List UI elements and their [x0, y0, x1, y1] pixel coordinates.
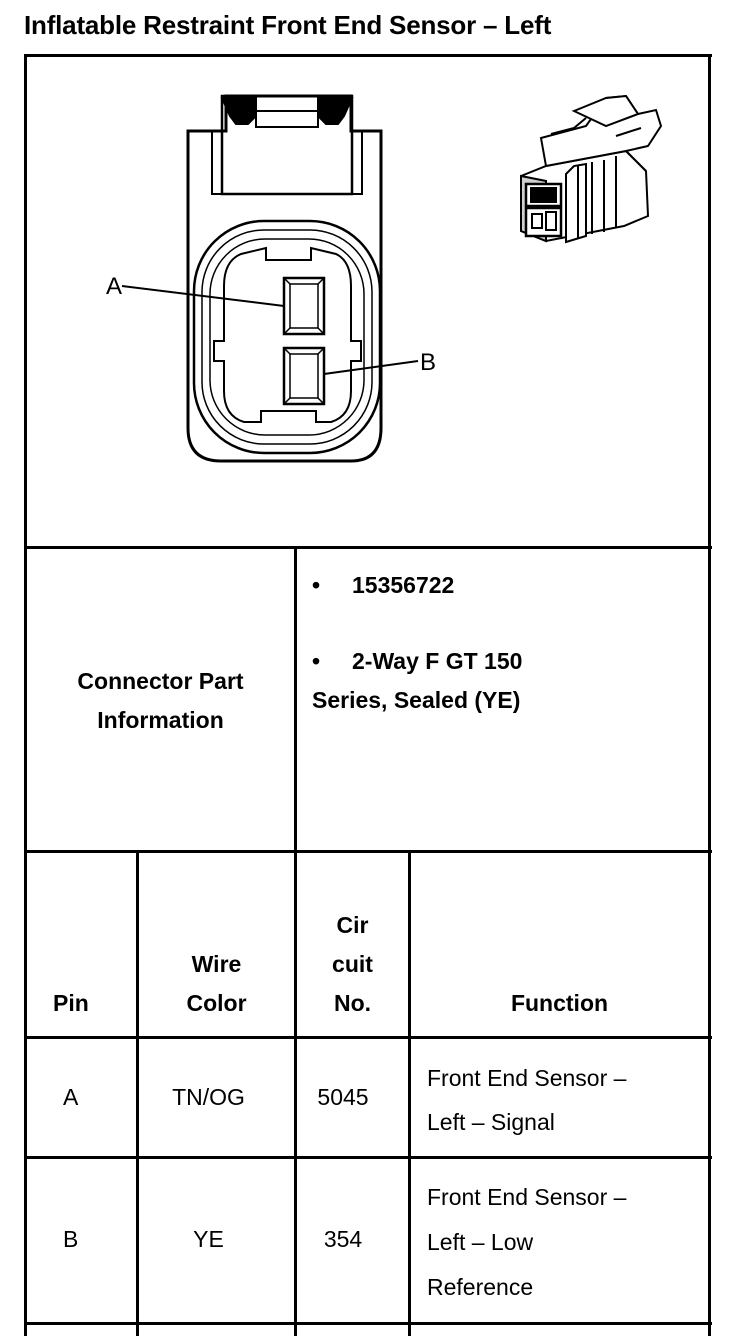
row-b-function: Front End Sensor – Left – Low Reference	[427, 1184, 627, 1300]
header-function: Function	[510, 990, 609, 1016]
part-description-line1: 2-Way F GT 150	[352, 648, 523, 674]
row-b-pin: B	[63, 1226, 79, 1252]
header-pin: Pin	[53, 990, 89, 1016]
row-a-pin: A	[63, 1084, 79, 1110]
col-divider-circuit	[408, 850, 411, 1336]
bullet-icon: •	[312, 572, 321, 598]
row-b-wire-color: YE	[193, 1226, 224, 1252]
table-border-left	[24, 54, 27, 1336]
row-divider-a	[24, 1156, 712, 1159]
row-a-circuit: 5045	[317, 1084, 369, 1110]
row-a-wire-color: TN/OG	[172, 1084, 245, 1110]
pin-b-callout: B	[420, 349, 436, 376]
row-divider-part-info	[24, 850, 712, 853]
part-info-label-line2: Information	[97, 707, 224, 733]
part-info-label-line1: Connector Part	[77, 668, 244, 694]
header-wire-color: Wire Color	[186, 951, 247, 1016]
row-divider-header	[24, 1036, 712, 1039]
table-border-bottom	[24, 1322, 712, 1325]
header-circuit-number: Cir cuit No.	[332, 912, 373, 1016]
page-title: Inflatable Restraint Front End Sensor – …	[24, 10, 552, 40]
row-b-circuit: 354	[323, 1226, 363, 1252]
part-number-item: • 15356722	[312, 566, 454, 605]
part-number: 15356722	[352, 572, 455, 598]
part-description-line2: Series, Sealed (YE)	[312, 687, 521, 713]
table-border-right	[708, 54, 711, 1336]
col-divider-part-info	[294, 546, 297, 851]
row-divider-diagram	[24, 546, 712, 549]
connector-3d-illustration	[520, 94, 663, 244]
connector-diagram: A B	[106, 94, 663, 463]
table-border-top	[24, 54, 712, 57]
row-a-function: Front End Sensor – Left – Signal	[427, 1065, 627, 1135]
pin-a-callout: A	[106, 273, 122, 300]
part-description-item: • 2-Way F GT 150 Series, Sealed (YE)	[312, 642, 522, 720]
col-divider-pin	[136, 850, 139, 1336]
connector-face-drawing	[121, 94, 419, 463]
col-divider-wire	[294, 850, 297, 1336]
part-info-label: Connector Part Information	[27, 662, 294, 740]
bullet-icon: •	[312, 648, 321, 674]
